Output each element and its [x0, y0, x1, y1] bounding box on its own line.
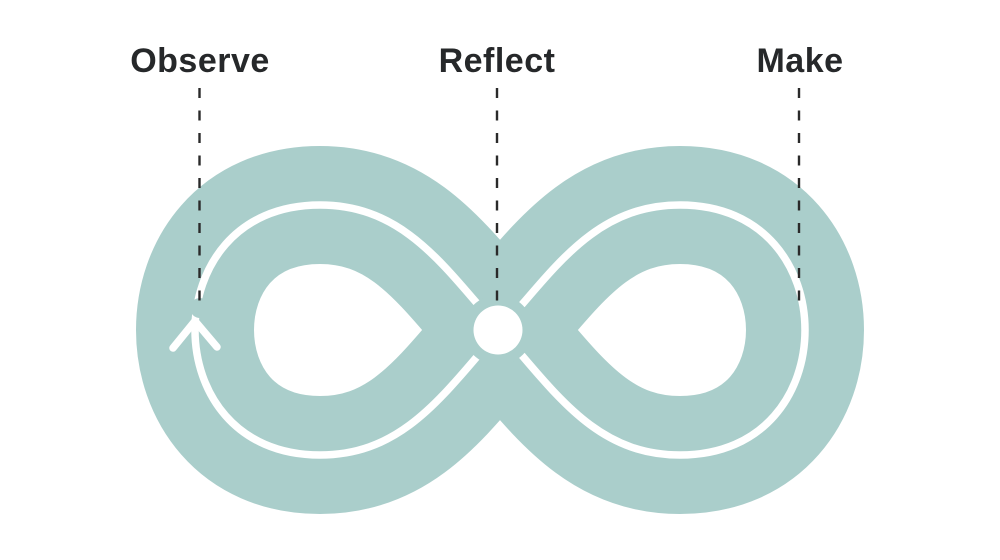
trace-gap-arrow [190, 298, 210, 318]
phase-label-observe: Observe [130, 42, 270, 80]
center-dot [473, 305, 523, 355]
phase-label-make: Make [756, 42, 844, 80]
arrow-up-icon [169, 317, 221, 352]
phase-label-reflect: Reflect [438, 42, 556, 80]
